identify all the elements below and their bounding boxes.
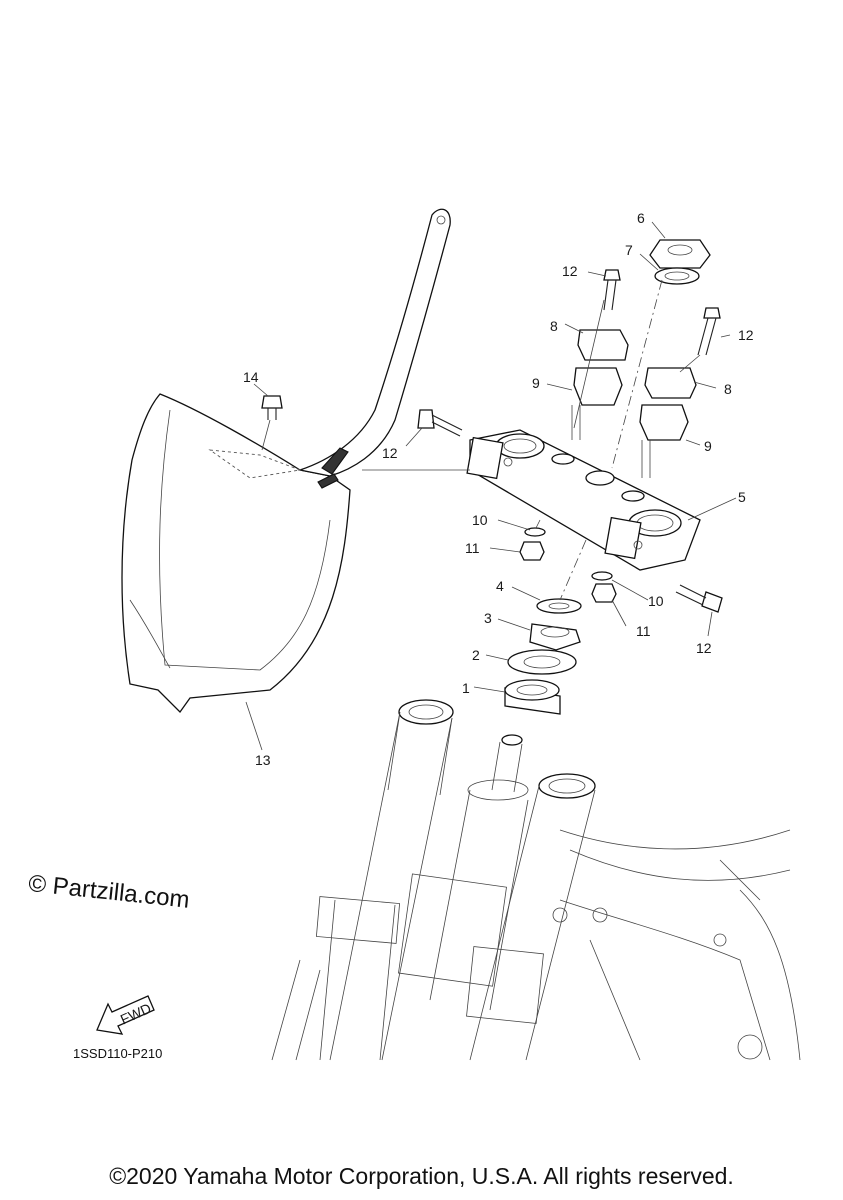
fwd-label: FWD [118, 1000, 154, 1028]
callout-4: 4 [496, 578, 504, 594]
bearing-1 [504, 679, 561, 715]
callout-8-left: 8 [550, 318, 558, 334]
callout-12-left: 12 [382, 445, 398, 461]
seal-2 [507, 649, 577, 675]
bolt-12-left [417, 409, 463, 437]
callout-11-right: 11 [636, 623, 651, 639]
callout-11-left: 11 [465, 540, 480, 556]
washer-4 [536, 598, 582, 614]
callout-14: 14 [243, 369, 259, 385]
nut-11-right [591, 583, 617, 603]
number-plate [121, 208, 451, 714]
callout-13: 13 [255, 752, 271, 768]
bolt-12-top-right [697, 307, 721, 356]
callout-12-right: 12 [696, 640, 712, 656]
leader-lines [245, 221, 737, 751]
callout-7: 7 [625, 242, 633, 258]
copyright-notice: ©2020 Yamaha Motor Corporation, U.S.A. A… [109, 1163, 734, 1189]
callout-10-right: 10 [648, 593, 664, 609]
bolt-12-top-left [603, 269, 621, 311]
callout-3: 3 [484, 610, 492, 626]
callout-5: 5 [738, 489, 746, 505]
callout-9-right: 9 [704, 438, 712, 454]
diagram-code: 1SSD110-P210 [73, 1046, 163, 1061]
ring-nut-3 [529, 623, 581, 651]
callout-12-top-right: 12 [738, 327, 754, 343]
callout-1: 1 [462, 680, 470, 696]
callout-10-left: 10 [472, 512, 488, 528]
callout-6: 6 [637, 210, 645, 226]
callout-numbers: 1 2 3 4 5 6 7 8 8 9 9 10 10 11 11 12 12 … [243, 210, 754, 768]
handlebar-holder-right [639, 367, 697, 478]
handlebar-holder-left [571, 329, 629, 440]
nut-11-left [519, 541, 545, 561]
callout-12-top-left: 12 [562, 263, 578, 279]
washer-10-right [591, 571, 613, 581]
callout-2: 2 [472, 647, 480, 663]
bolt-14 [261, 395, 283, 420]
frame-and-forks [271, 699, 801, 1061]
nut-6 [649, 239, 711, 269]
bolt-12-right [675, 584, 723, 613]
upper-bracket [466, 429, 701, 571]
callout-9-left: 9 [532, 375, 540, 391]
fwd-arrow-icon: FWD [96, 995, 155, 1035]
callout-8-right: 8 [724, 381, 732, 397]
washer-7 [654, 267, 700, 285]
